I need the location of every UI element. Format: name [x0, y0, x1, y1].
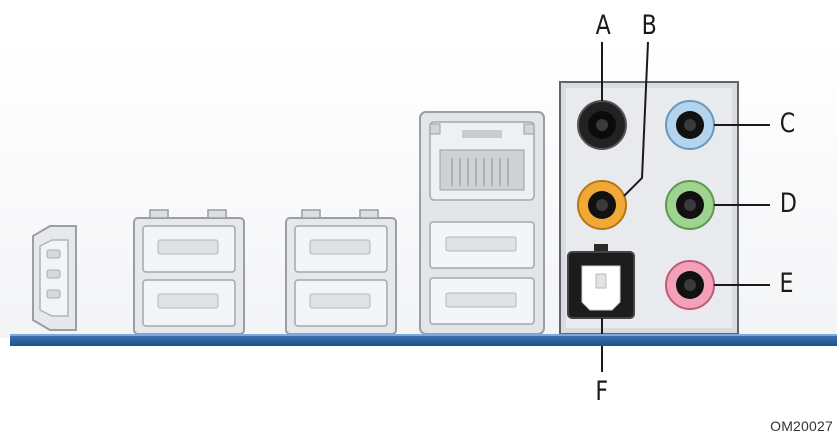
baseline-highlight [10, 334, 837, 336]
callout-label-a: A [595, 10, 611, 41]
audio-jack-icon [665, 180, 715, 230]
figure-id: OM20027 [770, 418, 833, 434]
rj45-lan-port-icon [419, 111, 545, 335]
callout-label-d: D [779, 188, 797, 219]
audio-jack-icon [577, 180, 627, 230]
callout-label-c: C [779, 108, 796, 139]
callout-label-e: E [779, 268, 794, 299]
callout-label-b: B [641, 10, 657, 41]
ieee1394-firewire-port-icon [32, 225, 77, 331]
optical-spdif-port-icon [567, 244, 635, 319]
baseline-bar [10, 334, 837, 346]
leader-line-b [623, 41, 649, 197]
usb-stack-icon [133, 209, 245, 335]
callout-label-f: F [595, 376, 609, 407]
audio-jack-icon [665, 260, 715, 310]
usb-stack-icon [285, 209, 397, 335]
audio-jack-icon [577, 100, 627, 150]
audio-jack-icon [665, 100, 715, 150]
